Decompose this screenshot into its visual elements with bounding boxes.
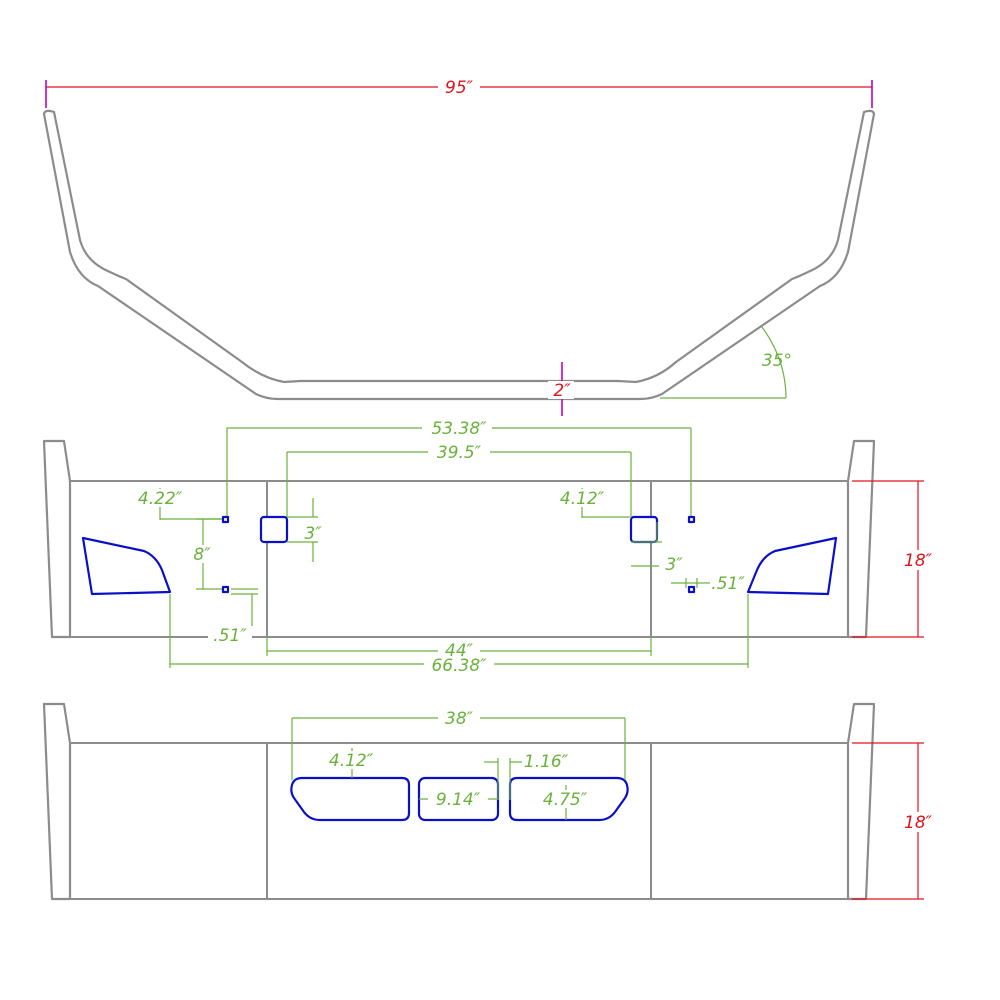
left-offset-label-bg [136,489,186,507]
center-cutout-width-label-bg [428,790,488,808]
upper-left-end-cap [42,439,72,639]
right-cutout-height-label-bg [539,790,591,808]
wing-angle-label: 35° [762,351,792,371]
right-upper-mount-hole [687,515,696,524]
gap-label: 1.16″ [524,752,569,772]
bumper-top-profile [42,109,876,401]
outer-width-label: 66.38″ [431,656,487,676]
overall-width-label: 95″ [445,78,474,98]
left-offset-label: 4.22″ [138,489,183,509]
right-hole-size-label: 3″ [665,555,683,575]
left-lower-mount-hole [221,585,230,594]
upper-right-end-cap [846,439,876,639]
right-square-cutout [629,515,659,544]
vertical-spacing-label: 8″ [193,545,211,565]
left-square-cutout [259,515,289,544]
top-view: 95″ 2″ 35° [42,76,876,416]
right-cutout-height-label: 4.75″ [543,790,588,810]
upper-height-label-bg [900,550,936,570]
left-fog-light-cutout [81,536,172,596]
left-small-label-bg [208,626,252,644]
center-depth-label: 2″ [553,381,571,401]
right-offset-label: 4.12″ [560,489,605,509]
left-hole-size-label: 3″ [304,524,322,544]
right-fog-light-cutout [746,536,838,596]
right-offset-label-bg [558,489,608,507]
front-view-upper: 53.38″ 39.5″ 4.22″ 4.12″ 8″ 3″ [42,419,936,676]
center-depth-label-bg [548,381,574,399]
upper-height-label: 18″ [904,551,933,571]
cutout-span-label-bg [438,709,480,727]
center-cutout-width-label: 9.14″ [436,790,481,810]
left-cutout-height-label-bg [326,751,376,769]
overall-width-label-bg [438,76,480,96]
left-cutout-height-label: 4.12″ [329,751,374,771]
upper-bumper-body [69,480,849,638]
light-spacing-label-bg [422,419,492,437]
inner-hole-spacing-label: 39.5″ [437,443,482,463]
lower-height-label-bg [900,812,936,832]
angle-arc [761,326,787,399]
front-view-lower: 38″ 4.12″ 1.16″ 9.14″ 4.75″ 18″ [42,702,936,901]
cutout-span-label: 38″ [445,709,474,729]
right-lower-mount-hole [687,585,696,594]
lower-right-end-cap [846,702,876,901]
right-small-label: .51″ [711,574,745,594]
right-hole-size-label-bg [659,555,687,573]
lower-left-light-cutout [290,776,411,822]
center-width-label-bg [438,641,480,659]
lower-left-end-cap [42,702,72,901]
vertical-spacing-label-bg [188,545,218,563]
outer-width-label-bg [424,656,494,674]
left-upper-mount-hole [221,515,230,524]
lower-bumper-body [69,742,849,900]
lower-height-label: 18″ [904,813,933,833]
left-small-label: .51″ [213,626,247,646]
inner-hole-spacing-label-bg [428,443,490,461]
light-spacing-label: 53.38″ [431,419,487,439]
